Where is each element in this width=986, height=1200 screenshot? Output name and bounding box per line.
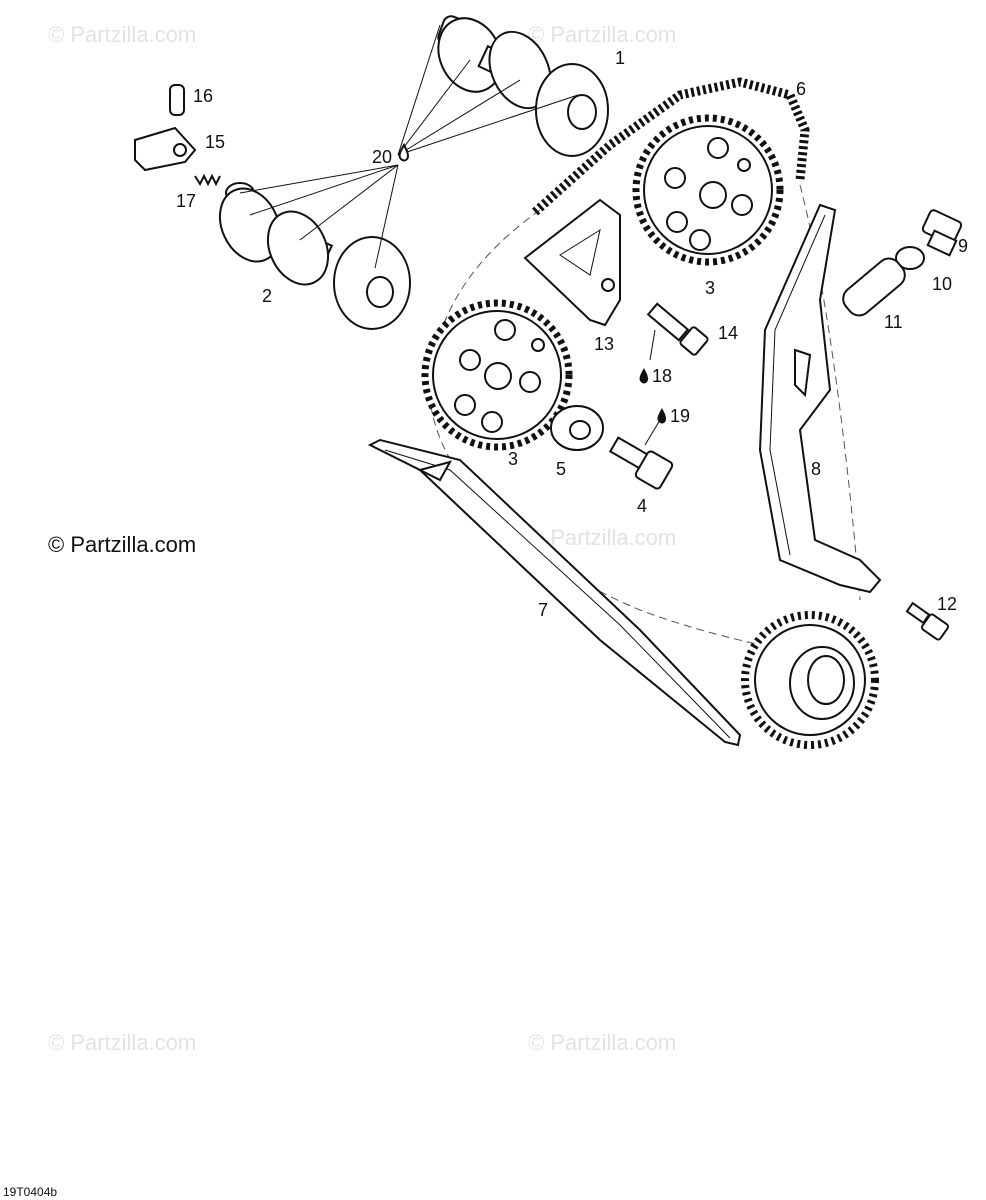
callout-12: 12 [937, 594, 957, 614]
callout-16: 16 [193, 86, 213, 106]
washer-5 [550, 405, 604, 451]
callout-17: 17 [176, 191, 196, 211]
pin-12 [905, 601, 949, 641]
callout-3: 3 [508, 449, 518, 469]
dowel-pin-16 [169, 84, 185, 116]
timing-chain [532, 77, 810, 216]
tensioner-plug-9 [921, 209, 963, 257]
callout-10: 10 [932, 274, 952, 294]
watermark: © Partzilla.com [528, 22, 676, 47]
bolt-4 [608, 436, 674, 490]
callout-3: 3 [705, 278, 715, 298]
watermark: © Partzilla.com [528, 525, 676, 550]
leader-lines-20 [239, 24, 579, 269]
callout-4: 4 [637, 496, 647, 516]
callout-2: 2 [262, 286, 272, 306]
spring-17 [194, 173, 221, 187]
chain-guide-bracket [523, 198, 621, 327]
callout-9: 9 [958, 236, 968, 256]
callout-13: 13 [594, 334, 614, 354]
bolt-14 [646, 302, 709, 356]
callout-7: 7 [538, 600, 548, 620]
oil-drop-icon [639, 368, 648, 384]
seal-ring-10 [895, 246, 925, 270]
watermark: © Partzilla.com [48, 1030, 196, 1055]
callout-11: 11 [884, 312, 903, 332]
reference-code: 19T0404b [3, 1185, 57, 1199]
callout-6: 6 [796, 79, 806, 99]
callout-20: 20 [372, 147, 392, 167]
tensioner-plunger-11 [842, 257, 906, 317]
callout-5: 5 [556, 459, 566, 479]
crankshaft-gear [741, 611, 879, 749]
callout-14: 14 [718, 323, 738, 343]
watermark: © Partzilla.com [528, 1030, 676, 1055]
oil-drop-icon [657, 408, 666, 424]
callout-18: 18 [652, 366, 672, 386]
camshaft-sprocket-lower [421, 299, 573, 451]
camshaft-sprocket-upper [632, 114, 784, 266]
oil-drop-icon [398, 142, 410, 162]
callout-15: 15 [205, 132, 225, 152]
callout-1: 1 [615, 48, 625, 68]
callout-19: 19 [670, 406, 690, 426]
camshaft-lower [218, 182, 411, 330]
watermark: © Partzilla.com [48, 22, 196, 47]
lever-15 [134, 126, 197, 172]
copyright-notice: © Partzilla.com [48, 532, 196, 557]
callout-8: 8 [811, 459, 821, 479]
chain-guide-fixed [367, 438, 742, 747]
chain-tensioner-guide [758, 203, 882, 594]
